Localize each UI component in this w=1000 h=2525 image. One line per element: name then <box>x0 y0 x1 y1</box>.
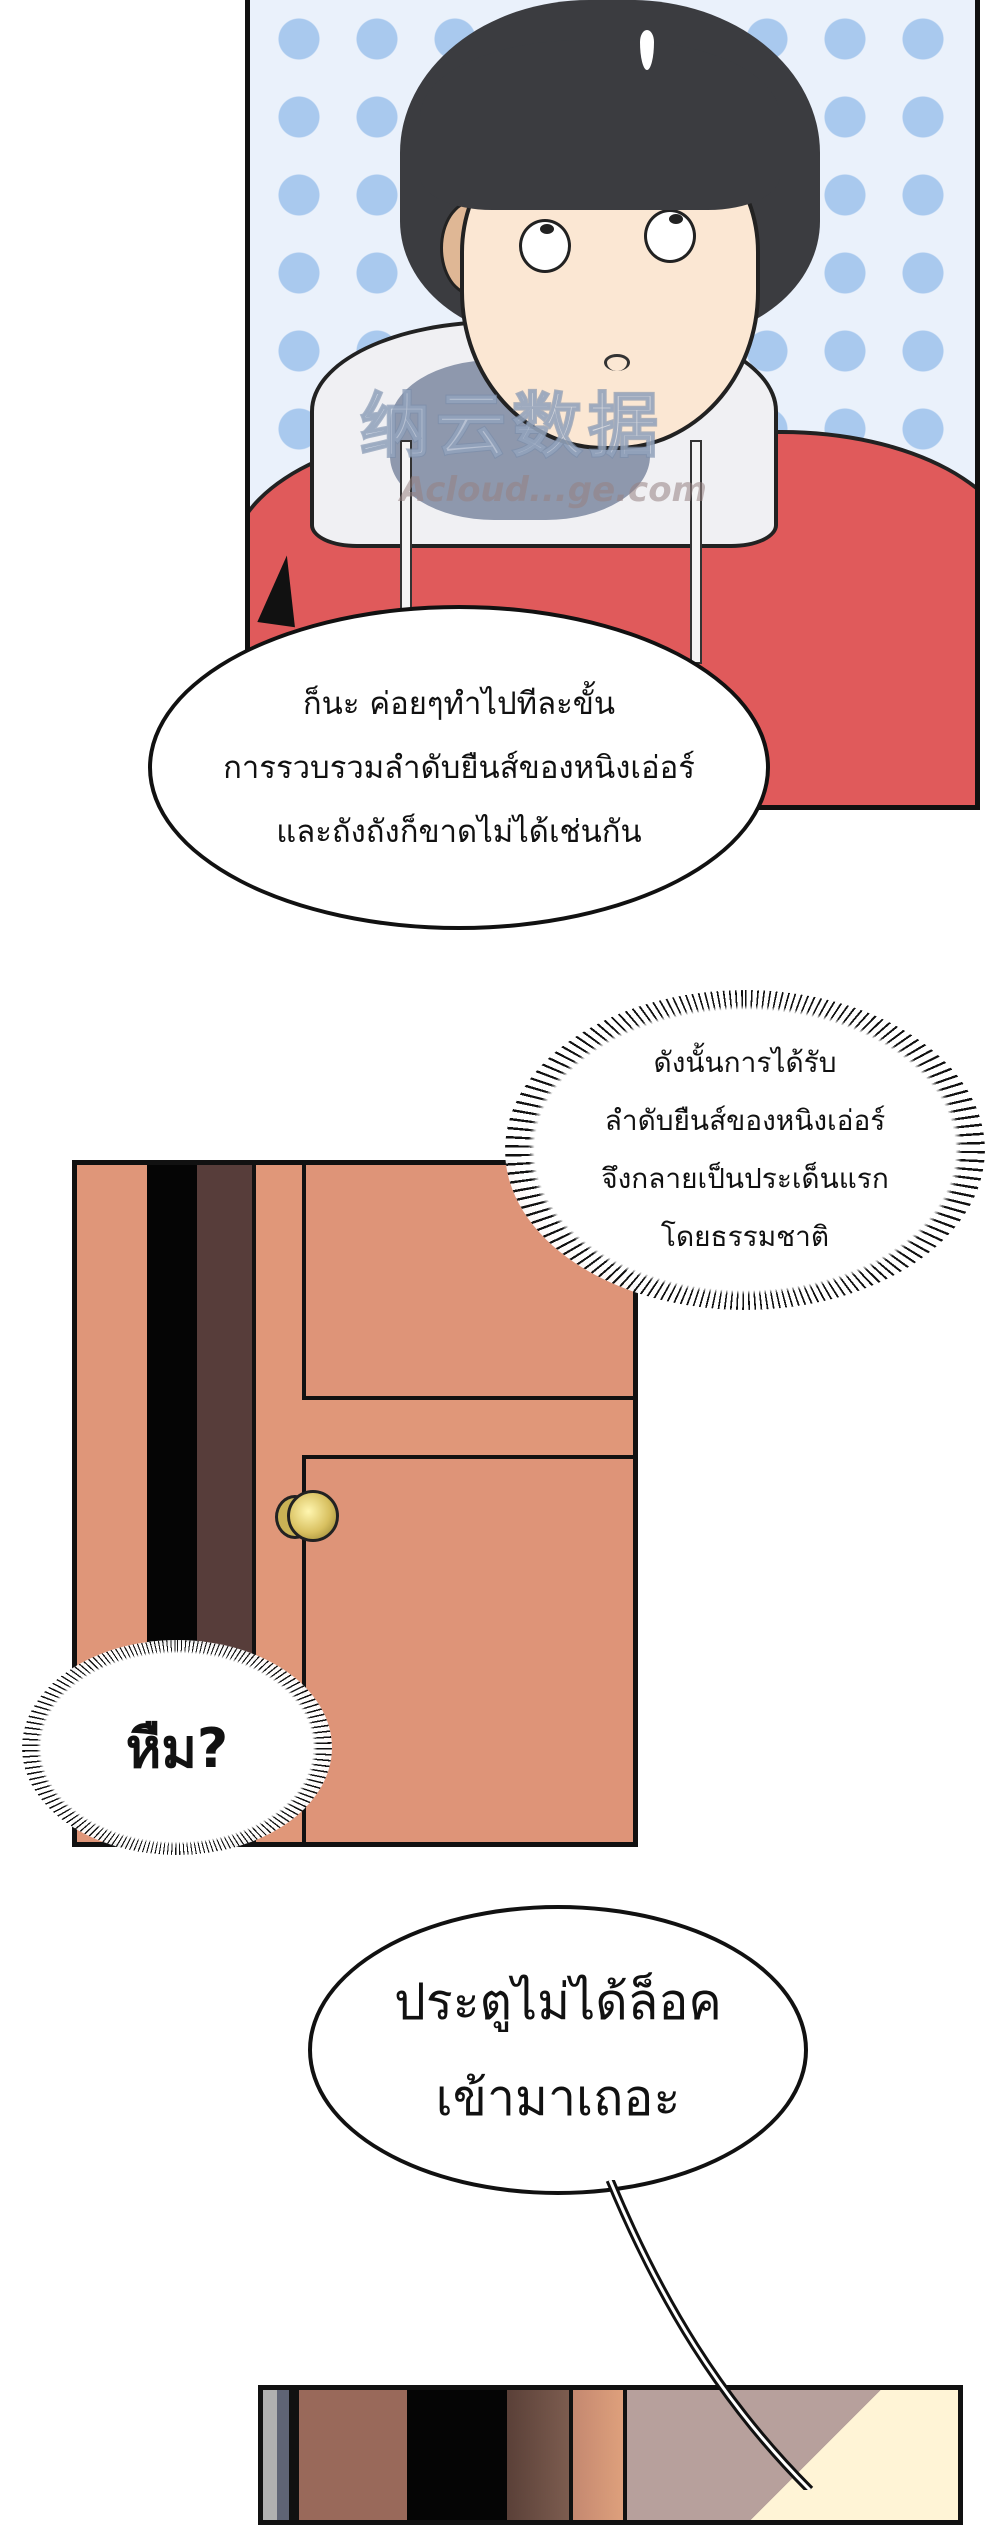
panel-boy-portrait: 纳云数据 Acloud...ge.com <box>245 0 980 810</box>
sfx-text: หืม? <box>125 1716 229 1780</box>
right-eye <box>644 209 696 263</box>
speech-bubble-2: ประตูไม่ได้ล็อค เข้ามาเถอะ <box>308 1905 808 2195</box>
bubble-line: และถังถังก็ขาดไม่ได้เช่นกัน <box>276 813 642 850</box>
panel-door <box>72 1160 638 1847</box>
bubble-line: การรวบรวมลำดับยืนส์ของหนิงเอ่อร์ <box>223 749 695 786</box>
watermark-chinese: 纳云数据 <box>359 384 664 468</box>
narration-line: โดยธรรมชาติ <box>660 1220 830 1253</box>
speech-bubble-1: ก็นะ ค่อยๆทำไปทีละขั้น การรวบรวมลำดับยืน… <box>148 605 770 930</box>
watermark-latin: Acloud...ge.com <box>400 470 707 510</box>
narration-line: จึงกลายเป็นประเด็นแรก <box>601 1162 889 1195</box>
sweat-drop-icon <box>640 30 654 70</box>
bubble-tail-2 <box>605 2180 814 2490</box>
narration-line: ลำดับยืนส์ของหนิงเอ่อร์ <box>604 1104 886 1137</box>
bubble-line: ประตูไม่ได้ล็อค <box>394 1973 722 2031</box>
mouth <box>604 354 630 371</box>
doorknob[interactable] <box>287 1490 339 1542</box>
sfx-burst-hmm: หืม? <box>22 1640 332 1855</box>
bubble-line: ก็นะ ค่อยๆทำไปทีละขั้น <box>302 685 616 722</box>
door-lower-panel <box>302 1455 633 1842</box>
left-eye <box>519 219 571 273</box>
narration-line: ดังนั้นการได้รับ <box>653 1046 837 1079</box>
narration-burst-1: ดังนั้นการได้รับ ลำดับยืนส์ของหนิงเอ่อร์… <box>505 990 985 1310</box>
bubble-line: เข้ามาเถอะ <box>435 2069 681 2127</box>
hair-bangs <box>420 40 780 210</box>
